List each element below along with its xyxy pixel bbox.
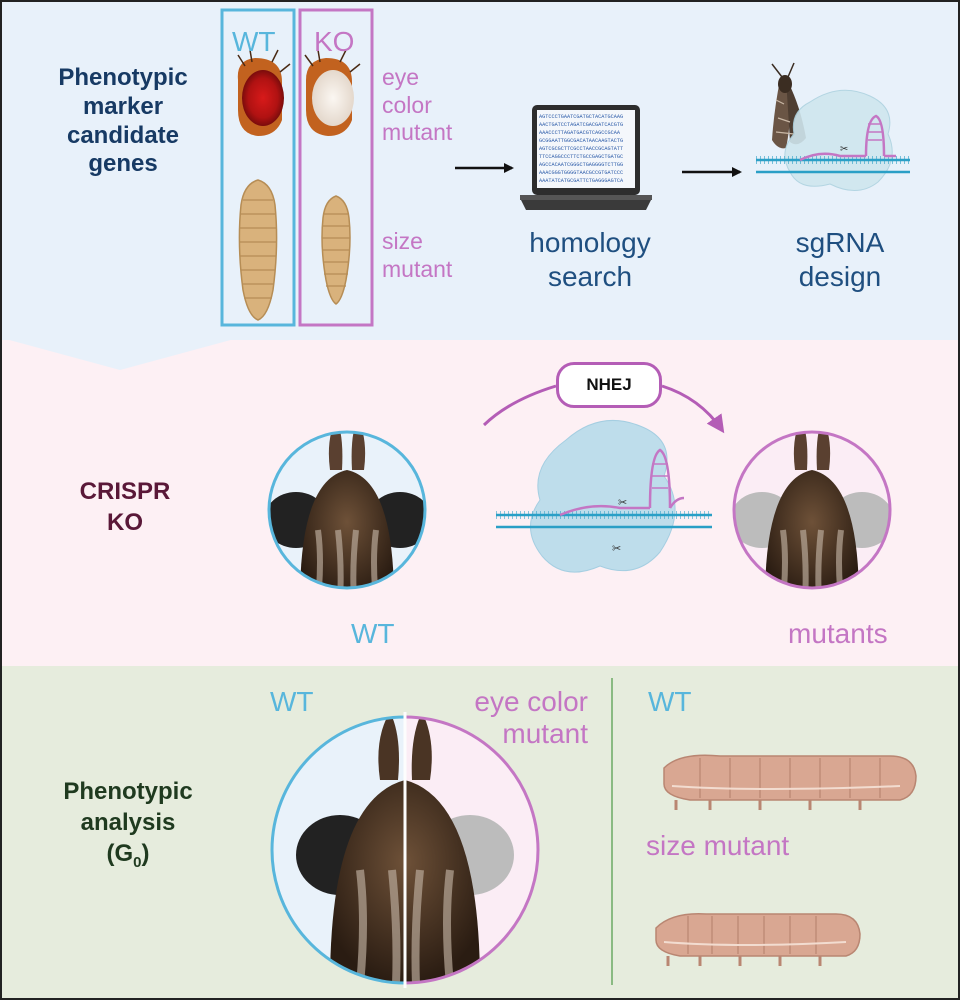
g0-subscript: 0 [133, 854, 142, 872]
crispr-mutants-label: mutants [788, 618, 888, 649]
sgrna-design-label: sgRNA design [750, 226, 930, 293]
eye-color-mutant-label: eye color mutant [382, 64, 452, 147]
g0-label: (G0) [28, 838, 228, 872]
cas9-sgrna-icon-top: ✂ [756, 89, 910, 191]
svg-text:✂: ✂ [840, 145, 848, 156]
sequence-text: AGTCCCTGAATCGATGCTACATGCAAG AACTGATCCTAGA… [539, 114, 624, 184]
section1-title-line: marker [82, 92, 164, 120]
section2-title-line: CRISPR [79, 478, 171, 505]
homology-line: search [547, 260, 633, 292]
wt-fly-head-icon [237, 49, 291, 136]
svg-text:✂: ✂ [618, 498, 627, 510]
analysis-size-mutant-label: size mutant [646, 830, 790, 861]
g0-close: ) [141, 840, 150, 868]
eye-label-line: mutant [382, 119, 453, 146]
sequence-line: AGCCACAATCGGGCTGAGGGGTCTTGG [539, 162, 623, 168]
section2-title: CRISPR KO [40, 476, 210, 538]
analysis-eye-mutant-label: eye color mutant [440, 686, 588, 750]
size-label-line: size [382, 228, 423, 254]
section1-title-line: genes [88, 150, 158, 178]
section1-title: Phenotypic marker candidate genes [28, 64, 218, 179]
section3-title-line: analysis [80, 809, 176, 837]
analysis-wt-label-left: WT [270, 686, 314, 717]
ko-box-label: KO [314, 26, 355, 57]
g0-main: (G [106, 840, 134, 868]
eye-mutant-line: eye color [474, 686, 588, 717]
ko-larva-icon [321, 195, 351, 305]
wt-caterpillar-icon [663, 754, 917, 810]
nhej-badge: NHEJ [556, 362, 662, 408]
ko-fly-head-icon [304, 49, 361, 136]
mutant-moth-head-circle [732, 430, 892, 590]
split-moth-head-circle [270, 712, 540, 988]
wt-box [220, 8, 296, 327]
ko-box [298, 8, 374, 327]
laptop-icon: AGTCCCTGAATCGATGCTACATGCAAG AACTGATCCTAGA… [520, 105, 652, 210]
sgrna-line: sgRNA [795, 227, 885, 258]
homology-line: homology [529, 227, 651, 258]
sequence-line: GCGGAATTGGCGACATAACAAGTACTG [539, 138, 623, 144]
eye-label-line: color [382, 91, 432, 118]
sequence-line: AACTGATCCTAGATCGACGATCACGTG [539, 122, 623, 128]
sequence-line: AAATATCATGCGATTCTGAGGGAGTCA [539, 178, 624, 184]
size-mutant-label: size mutant [382, 228, 452, 283]
cas9-sgrna-icon-middle: ✂ ✂ [496, 420, 712, 573]
wt-moth-head-circle [267, 430, 427, 590]
sequence-line: AGTCGCGCTTCGCCTAACCGCAGTATT [539, 146, 623, 152]
analysis-wt-label-right: WT [648, 686, 692, 717]
wt-box-label: WT [232, 26, 276, 57]
sequence-line: AGTCCCTGAATCGATGCTACATGCAAG [539, 114, 623, 120]
section1-title-line: candidate [66, 121, 180, 149]
section3-title-line: Phenotypic [63, 778, 193, 805]
section-chevron [2, 338, 238, 370]
sequence-line: AAACGGGTGGGGTAACGCCGTGATCCC [539, 170, 623, 176]
sgrna-line: design [798, 260, 882, 292]
section3-title: Phenotypic analysis (G0) [28, 776, 228, 873]
eye-label-line: eye [382, 64, 420, 90]
crispr-wt-label: WT [351, 618, 395, 649]
nhej-arrow-right [661, 384, 725, 434]
eye-mutant-line: mutant [502, 718, 588, 750]
sequence-line: AAACCCTTAGATGACGTCAGCCGCAA [539, 130, 621, 136]
homology-search-label: homology search [500, 226, 680, 293]
mutant-caterpillar-icon [655, 913, 861, 966]
wt-larva-icon [238, 179, 278, 321]
section1-title-line: Phenotypic [58, 64, 188, 91]
svg-text:✂: ✂ [612, 544, 621, 556]
size-label-line: mutant [382, 255, 453, 282]
section2-title-line: KO [107, 509, 143, 537]
sequence-line: TTCCAGGCCCTTCTGCCGAGCTGATGC [539, 154, 623, 160]
nhej-arrow-left [482, 384, 557, 427]
